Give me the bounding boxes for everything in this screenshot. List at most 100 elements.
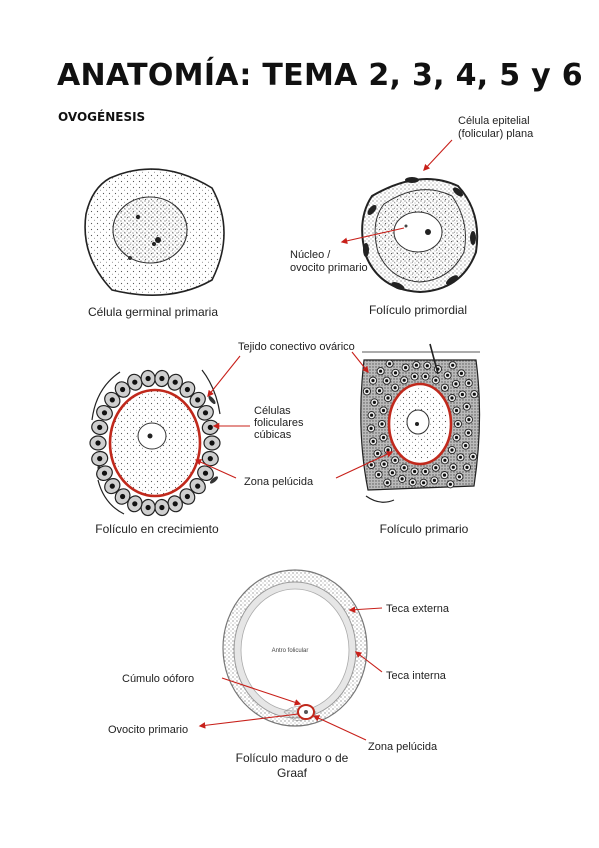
granulosa-cell-nucleus bbox=[385, 481, 389, 485]
granulosa-cell-nucleus bbox=[450, 396, 454, 400]
granulosa-cell-nucleus bbox=[402, 466, 406, 470]
cuboidal-cell-nucleus bbox=[159, 504, 165, 511]
cuboidal-cell-nucleus bbox=[195, 483, 201, 489]
granulosa-cell-nucleus bbox=[472, 392, 476, 396]
granulosa-cells bbox=[362, 359, 479, 489]
label-epithelial-line1: Célula epitelial bbox=[458, 115, 530, 127]
arrow-zona-right bbox=[335, 451, 394, 479]
granulosa-cell-nucleus bbox=[393, 371, 398, 375]
granulosa-cell-nucleus bbox=[443, 386, 447, 390]
granulosa-cell-nucleus bbox=[369, 426, 373, 430]
granulosa-cell-nucleus bbox=[458, 455, 463, 459]
label-nucleus-line1: Núcleo / bbox=[290, 249, 331, 261]
arrow-teca-int bbox=[354, 651, 383, 673]
granulosa-cell-nucleus bbox=[370, 413, 374, 417]
granulosa-cell-nucleus bbox=[393, 458, 397, 462]
granulosa-cell-nucleus bbox=[382, 462, 386, 466]
granulosa-cell-nucleus bbox=[411, 480, 415, 484]
caption-primary: Folículo primario bbox=[380, 522, 469, 536]
cuboidal-cell-nucleus bbox=[172, 379, 178, 385]
cuboidal-cell-nucleus bbox=[97, 424, 103, 430]
cuboidal-cell-nucleus bbox=[209, 440, 215, 446]
granulosa-cell-nucleus bbox=[413, 374, 417, 379]
arrow-nucleus bbox=[340, 227, 405, 245]
caption-growing: Folículo en crecimiento bbox=[95, 522, 219, 536]
label-zona-mature: Zona pelúcida bbox=[368, 741, 438, 753]
caption-germinal: Célula germinal primaria bbox=[88, 305, 218, 319]
cuboidal-cell-nucleus bbox=[202, 410, 209, 416]
granulosa-cell-nucleus bbox=[434, 378, 438, 382]
granulosa-cell-nucleus bbox=[422, 481, 426, 485]
granulosa-cell-nucleus bbox=[466, 431, 470, 435]
primary-follicle-figure bbox=[358, 343, 482, 503]
granulosa-cell-nucleus bbox=[381, 435, 386, 440]
granulosa-cell-nucleus bbox=[423, 469, 427, 474]
granulosa-cell-nucleus bbox=[454, 382, 458, 386]
cuboidal-cell-nucleus bbox=[207, 424, 213, 430]
granulosa-cell-nucleus bbox=[456, 422, 460, 426]
granulosa-cell-nucleus bbox=[454, 408, 459, 413]
arrow-epithelial bbox=[423, 139, 453, 171]
primordial-nucleus bbox=[393, 211, 443, 253]
granulosa-cell-nucleus bbox=[451, 465, 455, 469]
arrow-zona-left bbox=[194, 459, 237, 479]
page-title: ANATOMÍA: TEMA 2, 3, 4, 5 y 6 bbox=[57, 58, 583, 93]
granulosa-cell-nucleus bbox=[425, 364, 429, 368]
caption-mature-line1: Folículo maduro o de bbox=[236, 751, 349, 765]
label-connective: Tejido conectivo ovárico bbox=[238, 341, 355, 353]
granulosa-cell-nucleus bbox=[465, 465, 469, 469]
cuboidal-cell-nucleus bbox=[101, 410, 108, 416]
label-cumulus: Cúmulo oóforo bbox=[122, 673, 194, 685]
granulosa-cell-nucleus bbox=[369, 463, 373, 467]
granulosa-cell-nucleus bbox=[465, 405, 469, 409]
germinal-cell-nucleus bbox=[112, 196, 188, 264]
granulosa-cell-nucleus bbox=[381, 408, 386, 413]
primordial-follicle-figure bbox=[361, 177, 479, 294]
label-nucleus-line2: ovocito primario bbox=[290, 262, 368, 274]
granulosa-cell-nucleus bbox=[376, 451, 380, 456]
label-oocyte: Ovocito primario bbox=[108, 724, 188, 736]
cuboidal-cell-nucleus bbox=[184, 386, 190, 393]
cuboidal-cell-nucleus bbox=[184, 493, 190, 500]
granulosa-cell-nucleus bbox=[377, 389, 382, 393]
cuboidal-cell-nucleus bbox=[132, 501, 138, 507]
cuboidal-cell-nucleus bbox=[195, 397, 201, 403]
label-teca-interna: Teca interna bbox=[386, 670, 447, 682]
granulosa-cell-nucleus bbox=[386, 448, 390, 452]
label-cells-line3: cúbicas bbox=[254, 429, 292, 441]
granulosa-cell-nucleus bbox=[457, 475, 461, 479]
granulosa-cell-nucleus bbox=[432, 478, 436, 482]
arrow-oocyte bbox=[198, 713, 299, 729]
cuboidal-cell-nucleus bbox=[101, 470, 108, 476]
granulosa-cell-nucleus bbox=[413, 469, 417, 474]
arrow-zona-mature bbox=[312, 715, 367, 741]
label-zona-middle: Zona pelúcida bbox=[244, 476, 314, 488]
granulosa-cell-nucleus bbox=[365, 389, 369, 393]
granulosa-cell-nucleus bbox=[467, 381, 471, 385]
cuboidal-cell-nucleus bbox=[109, 483, 115, 489]
cuboidal-cell-nucleus bbox=[145, 504, 151, 511]
granulosa-cell-nucleus bbox=[443, 458, 447, 462]
granulosa-cell-nucleus bbox=[459, 371, 463, 375]
granulosa-cell-nucleus bbox=[446, 373, 450, 377]
cuboidal-cell-nucleus bbox=[95, 440, 101, 446]
arrow-connective-right bbox=[351, 351, 369, 374]
granulosa-cell-nucleus bbox=[388, 362, 392, 366]
granulosa-cell-nucleus bbox=[400, 477, 404, 481]
granulosa-cell-nucleus bbox=[393, 386, 397, 390]
granulosa-cell-nucleus bbox=[404, 366, 408, 370]
label-cells-line2: foliculares bbox=[254, 417, 304, 429]
cuboidal-cell-nucleus bbox=[207, 456, 213, 462]
granulosa-cell-nucleus bbox=[371, 379, 375, 383]
granulosa-cell-nucleus bbox=[451, 363, 455, 367]
arrow-cumulus bbox=[221, 677, 302, 706]
cuboidal-cell-nucleus bbox=[120, 493, 126, 500]
granulosa-cell-nucleus bbox=[414, 363, 418, 367]
granulosa-cell-nucleus bbox=[380, 422, 384, 426]
granulosa-cell-nucleus bbox=[464, 444, 468, 448]
granulosa-cell-nucleus bbox=[448, 482, 452, 486]
granulosa-cell-nucleus bbox=[471, 455, 475, 459]
cuboidal-cell-nucleus bbox=[120, 386, 126, 393]
germinal-cell-figure bbox=[84, 168, 225, 296]
